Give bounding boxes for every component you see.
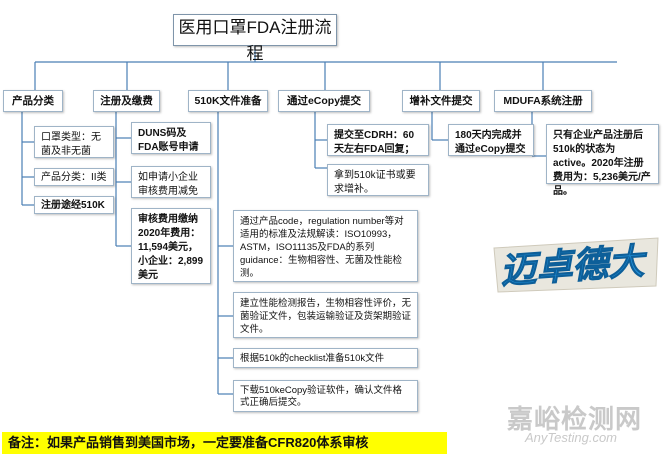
footnote-banner: 备注：如果产品销售到美国市场，一定要准备CFR820体系审核: [2, 432, 447, 454]
branch-header-510k-prep: 510K文件准备: [188, 90, 268, 112]
b2-item-fee-payment: 审核费用缴纳2020年费用：11,594美元，小企业：2,899美元: [131, 208, 211, 284]
branch-header-ecopy-submit: 通过eCopy提交: [278, 90, 370, 112]
b3-item-standards: 通过产品code，regulation number等对适用的标准及法规解读：I…: [233, 210, 418, 282]
branch-header-registration-fees: 注册及缴费: [93, 90, 160, 112]
branch-header-mdufa: MDUFA系统注册: [494, 90, 592, 112]
branch-header-supplement: 增补文件提交: [402, 90, 480, 112]
brand-stamp-logo: 迈卓德大: [488, 234, 664, 296]
b3-item-checklist: 根据510k的checklist准备510k文件: [233, 348, 418, 368]
b4-item-cdrh: 提交至CDRH：60天左右FDA回复；: [327, 124, 429, 156]
b2-item-small-business: 如申请小企业审核费用减免: [131, 166, 211, 198]
b6-item-mdufa-fee: 只有企业产品注册后510k的状态为active。2020年注册费用为：5,236…: [546, 124, 659, 197]
watermark-en: AnyTesting.com: [525, 430, 618, 445]
watermark-cn: 嘉峪检测网: [507, 404, 643, 434]
b5-item-180days: 180天内完成并通过eCopy提交: [448, 124, 534, 156]
b2-item-duns: DUNS码及FDA账号申请: [131, 122, 211, 154]
b3-item-ecopy-software: 下载510keCopy验证软件，确认文件格式正确后提交。: [233, 380, 418, 412]
b3-item-reports: 建立性能检测报告，生物相容性评价，无菌验证文件，包装运输验证及货架期验证文件。: [233, 292, 418, 338]
branch-header-product-classification: 产品分类: [3, 90, 63, 112]
page-title: 医用口罩FDA注册流程: [173, 14, 337, 63]
b1-item-mask-type: 口罩类型：无菌及非无菌: [34, 126, 114, 158]
b4-item-certificate: 拿到510k证书或要求增补。: [327, 164, 429, 196]
b1-item-classification: 产品分类：II类: [34, 168, 114, 186]
b1-item-pathway: 注册途经510K: [34, 196, 114, 214]
